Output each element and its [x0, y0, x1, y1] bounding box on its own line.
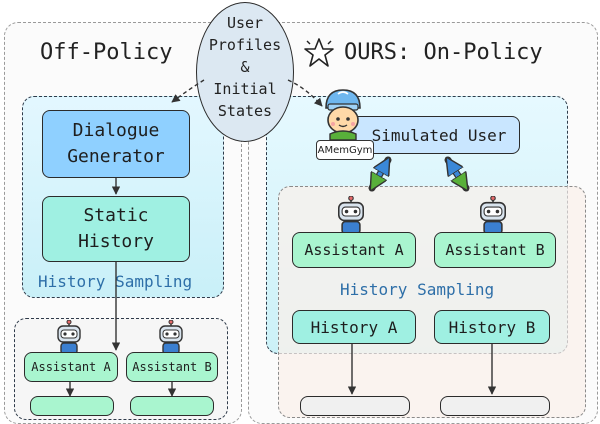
user-profiles-ellipse [196, 2, 294, 142]
on-policy-assistant-a-box: Assistant A [292, 232, 416, 268]
off-policy-assistant-b-box: Assistant B [126, 352, 218, 382]
static-history-label: Static History [78, 205, 154, 252]
robot-icon [54, 319, 84, 356]
dialogue-generator-box: Dialogue Generator [42, 110, 190, 178]
amemgym-badge-label: AMemGym [317, 144, 373, 156]
amemgym-badge: AMemGym [316, 140, 374, 160]
simulated-user-label: Simulated User [371, 125, 507, 145]
history-a-label: History A [310, 317, 398, 337]
assistant-a-label: Assistant A [304, 241, 404, 259]
off-policy-assistant-a-box: Assistant A [24, 352, 118, 382]
on-policy-assistant-b-box: Assistant B [434, 232, 556, 268]
assistant-a-label: Assistant A [31, 360, 111, 374]
dialogue-generator-label: Dialogue Generator [67, 120, 165, 167]
assistant-b-label: Assistant B [445, 241, 545, 259]
off-policy-title: Off-Policy [40, 40, 173, 65]
robot-icon [334, 195, 368, 236]
static-history-box: Static History [42, 196, 190, 262]
on-policy-history-sampling: History Sampling [340, 280, 495, 299]
off-policy-history-sampling: History Sampling [38, 272, 193, 291]
star-icon [302, 36, 336, 70]
robot-icon [156, 319, 186, 356]
history-b-label: History B [448, 317, 536, 337]
user-profiles-label: User Profiles & Initial States [208, 14, 282, 120]
connector-arrows [65, 79, 497, 397]
history-a-box: History A [292, 310, 416, 344]
assistant-b-label: Assistant B [132, 360, 212, 374]
user-avatar-icon [318, 84, 368, 141]
on-policy-assistant-group [278, 186, 586, 418]
robot-icon [476, 195, 510, 236]
on-policy-title: OURS: On-Policy [344, 40, 543, 65]
history-b-box: History B [434, 310, 550, 344]
